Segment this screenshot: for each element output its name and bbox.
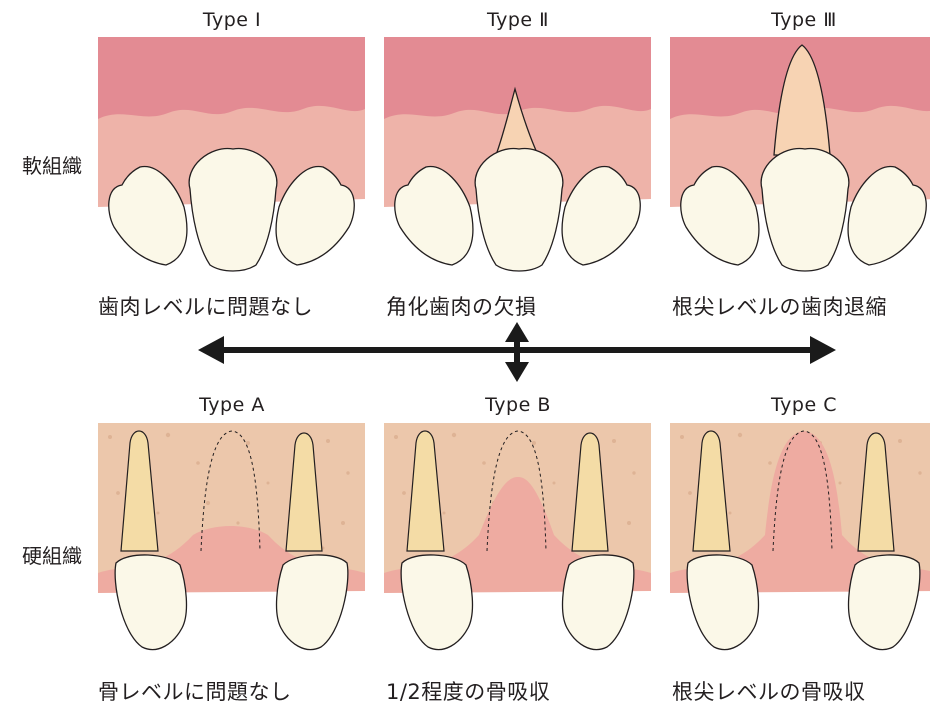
type-c-caption: 根尖レベルの骨吸収: [672, 676, 866, 706]
type-b-illustration: [384, 423, 651, 668]
arrow-right-head: [810, 336, 836, 364]
type-b-caption: 1/2程度の骨吸収: [386, 676, 550, 706]
type-b-title: Type B: [383, 394, 653, 416]
arrow-up-head: [505, 322, 529, 342]
type-c-title: Type C: [669, 394, 930, 416]
type-a-illustration: [98, 423, 365, 668]
arrow-down-head: [505, 362, 529, 382]
type-c-illustration: [670, 423, 930, 668]
arrow-left-head: [198, 336, 224, 364]
type-a-caption: 骨レベルに問題なし: [98, 676, 292, 706]
type-a-title: Type A: [97, 394, 367, 416]
